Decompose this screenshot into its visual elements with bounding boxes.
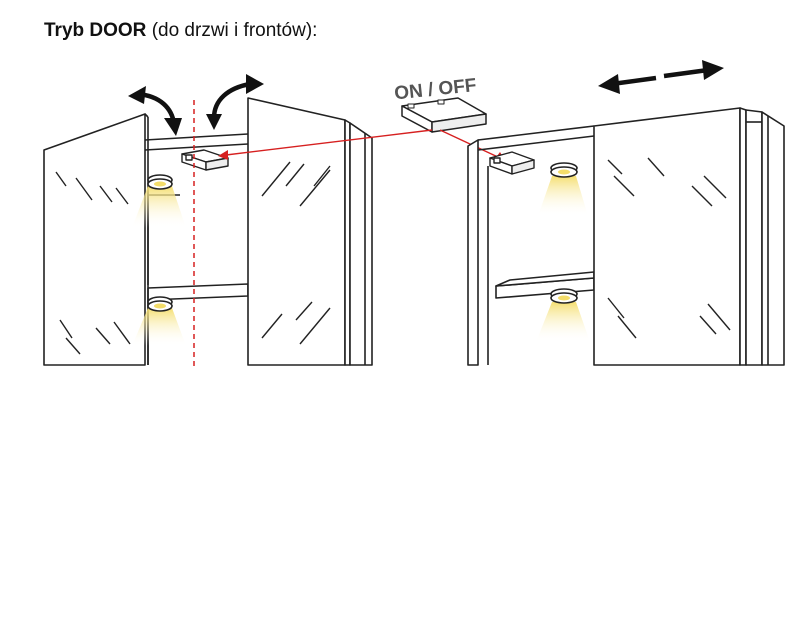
swing-arrow-left-head-icon (164, 118, 182, 136)
mode-heading-strong: Tryb DOOR (44, 20, 147, 41)
onoff-label: ON / OFF (393, 75, 477, 104)
door-swing-arrows (128, 74, 264, 136)
left-door-glass-reflection (55, 171, 131, 355)
left-led-light-top (132, 174, 186, 228)
blank-area (0, 366, 808, 620)
mode-heading: Tryb DOOR (do drzwi i frontów): (44, 20, 317, 42)
sliding-door-glass-reflection (607, 157, 731, 339)
swing-arrow-right-icon (211, 81, 253, 121)
right-led-light-top (538, 162, 588, 216)
sliding-door (593, 107, 785, 366)
left-sensor-switch (181, 149, 229, 171)
right-sensor-switch (489, 151, 535, 175)
right-door (247, 97, 373, 366)
install-arrow-left (225, 129, 433, 156)
right-cabinet (467, 107, 785, 366)
mode-heading-rest: (do drzwi i frontów): (151, 20, 318, 41)
slide-arrow-right-icon (702, 60, 724, 80)
onoff-switch: ON / OFF (393, 75, 477, 104)
right-door-glass-reflection (261, 161, 331, 345)
right-led-light-bottom (536, 288, 590, 342)
left-led-light-bottom (132, 296, 186, 346)
slide-arrows (598, 60, 724, 94)
swing-arrow-right-head-icon (246, 74, 264, 94)
slide-arrow-left-icon (598, 74, 620, 94)
left-cabinet (43, 97, 373, 366)
onoff-switch-device (401, 97, 487, 133)
left-door (43, 113, 149, 366)
